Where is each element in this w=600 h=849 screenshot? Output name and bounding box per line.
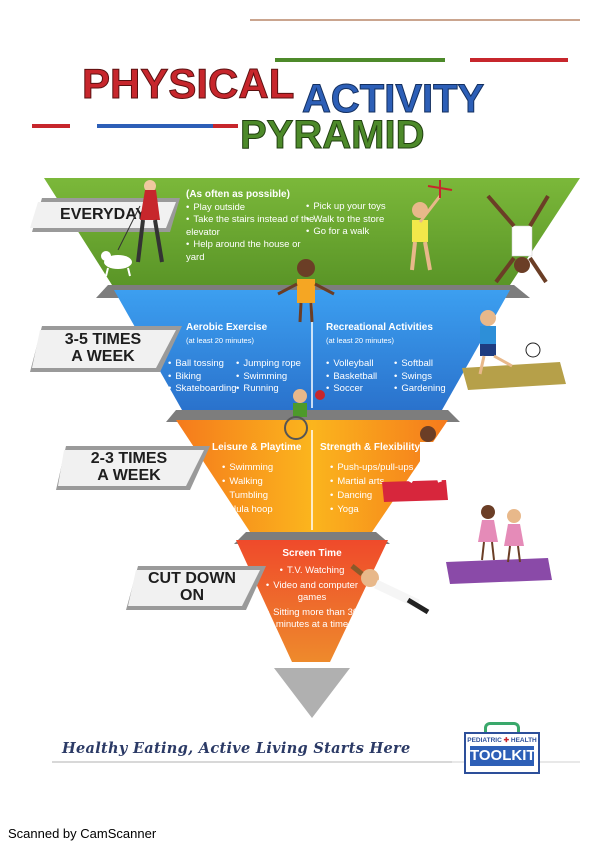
three-five-label-line1: 3-5 TIMES: [64, 331, 142, 349]
strength-heading: Strength & Flexibility: [320, 442, 421, 453]
strength-block: Strength & Flexibility Push-ups/pull-ups…: [320, 442, 420, 517]
list-item: Swings: [394, 371, 464, 384]
pyramid-tip: [274, 668, 350, 718]
list-item: Volleyball: [326, 358, 396, 371]
list-item: Play outside: [186, 202, 316, 215]
footer-tagline: Healthy Eating, Active Living Starts Her…: [62, 740, 411, 757]
wheelchair-kid-illustration: [284, 389, 325, 440]
recreational-block: Recreational Activities (at least 20 min…: [326, 322, 456, 347]
list-item: Push-ups/pull-ups: [330, 461, 420, 475]
cut-down-label-line2: ON: [180, 587, 204, 604]
cut-down-label-line1: CUT DOWN: [148, 570, 236, 588]
logo-health: HEALTH: [510, 737, 537, 744]
aerobic-col1: Ball tossing Biking Skateboarding: [168, 358, 238, 396]
list-item: Help around the house or yard: [186, 239, 316, 264]
level-label-everyday: EVERYDAY: [38, 202, 168, 228]
list-item: Walking: [222, 475, 310, 489]
screen-time-heading: Screen Time: [282, 548, 342, 559]
list-item: Swimming: [236, 371, 310, 384]
recreational-col1: Volleyball Basketball Soccer: [326, 358, 396, 396]
list-item: Softball: [394, 358, 464, 371]
logo-main: TOOLKIT: [470, 746, 536, 766]
dancing-girls-illustration: [446, 505, 552, 584]
leisure-block: Leisure & Playtime Swimming Walking Tumb…: [212, 442, 310, 517]
title-physical: PHYSICAL: [82, 60, 294, 107]
screen-time-block: Screen Time T.V. Watching Video and comp…: [262, 548, 362, 630]
two-three-label-line1: 2-3 TIMES: [90, 450, 168, 468]
cartwheel-kid-illustration: [486, 194, 550, 284]
list-item: Yoga: [330, 503, 420, 517]
list-item: T.V. Watching: [262, 565, 362, 577]
list-item: Running: [236, 383, 310, 396]
karate-kid-illustration: [382, 426, 463, 502]
everyday-content-col2: Pick up your toys Walk to the store Go f…: [306, 201, 416, 239]
title-pyramid: PYRAMID: [240, 113, 424, 157]
list-item: Gardening: [394, 383, 464, 396]
list-item: Hula hoop: [222, 503, 310, 517]
list-item: Biking: [168, 371, 238, 384]
two-three-label-line2: A WEEK: [97, 467, 161, 484]
list-item: Video and computer games: [262, 580, 362, 603]
list-item: Go for a walk: [306, 226, 416, 239]
logo-top-line: PEDIATRIC ✚ HEALTH: [466, 736, 538, 744]
list-item: Ball tossing: [168, 358, 238, 371]
center-girl-illustration: [277, 259, 335, 323]
title-activity: ACTIVITY: [302, 77, 485, 121]
recreational-col2: Softball Swings Gardening: [394, 358, 464, 396]
list-item: Martial arts: [330, 475, 420, 489]
list-item: Jumping rope: [236, 358, 310, 371]
dog-walker-illustration: [101, 180, 164, 277]
leisure-heading: Leisure & Playtime: [212, 442, 302, 453]
logo-pediatric: PEDIATRIC: [467, 737, 502, 744]
logo-body: PEDIATRIC ✚ HEALTH TOOLKIT: [464, 732, 540, 774]
soccer-kid-illustration: [462, 310, 566, 390]
ledge-2: [166, 410, 460, 422]
everyday-content: (As often as possible) Play outside Take…: [186, 189, 316, 264]
scanner-watermark: Scanned by CamScanner: [8, 826, 157, 841]
list-item: Sitting more than 30 minutes at a time: [262, 607, 362, 630]
list-item: Dancing: [330, 489, 420, 503]
decorative-top-lines: [32, 19, 580, 128]
aerobic-heading: Aerobic Exercise: [186, 322, 268, 333]
level-label-two-three: 2-3 TIMES A WEEK: [62, 450, 196, 486]
list-item: Take the stairs instead of the elevator: [186, 214, 316, 239]
everyday-label-text: EVERYDAY: [60, 205, 146, 223]
aerobic-block: Aerobic Exercise (at least 20 minutes): [186, 322, 311, 347]
list-item: Skateboarding: [168, 383, 238, 396]
page-title: PHYSICAL ACTIVITY PYRAMID: [82, 60, 486, 158]
list-item: Swimming: [222, 461, 310, 475]
lying-girl-illustration: [350, 564, 430, 615]
three-five-label-line2: A WEEK: [71, 348, 135, 365]
aerobic-col2: Jumping rope Swimming Running: [236, 358, 310, 396]
list-item: Walk to the store: [306, 214, 416, 227]
list-item: Basketball: [326, 371, 396, 384]
list-item: Tumbling: [222, 489, 310, 503]
list-item: Pick up your toys: [306, 201, 416, 214]
kid-airplane-illustration: [410, 180, 453, 271]
aerobic-sub: (at least 20 minutes): [186, 335, 254, 345]
list-item: Soccer: [326, 383, 396, 396]
cross-icon: ✚: [503, 737, 510, 744]
recreational-heading: Recreational Activities: [326, 322, 433, 333]
logo-handle: [484, 722, 520, 732]
level-label-cut-down: CUT DOWN ON: [130, 570, 254, 606]
everyday-heading: (As often as possible): [186, 189, 290, 200]
recreational-sub: (at least 20 minutes): [326, 335, 394, 345]
level-label-three-five: 3-5 TIMES A WEEK: [38, 330, 168, 368]
toolkit-logo: PEDIATRIC ✚ HEALTH TOOLKIT: [464, 722, 540, 774]
